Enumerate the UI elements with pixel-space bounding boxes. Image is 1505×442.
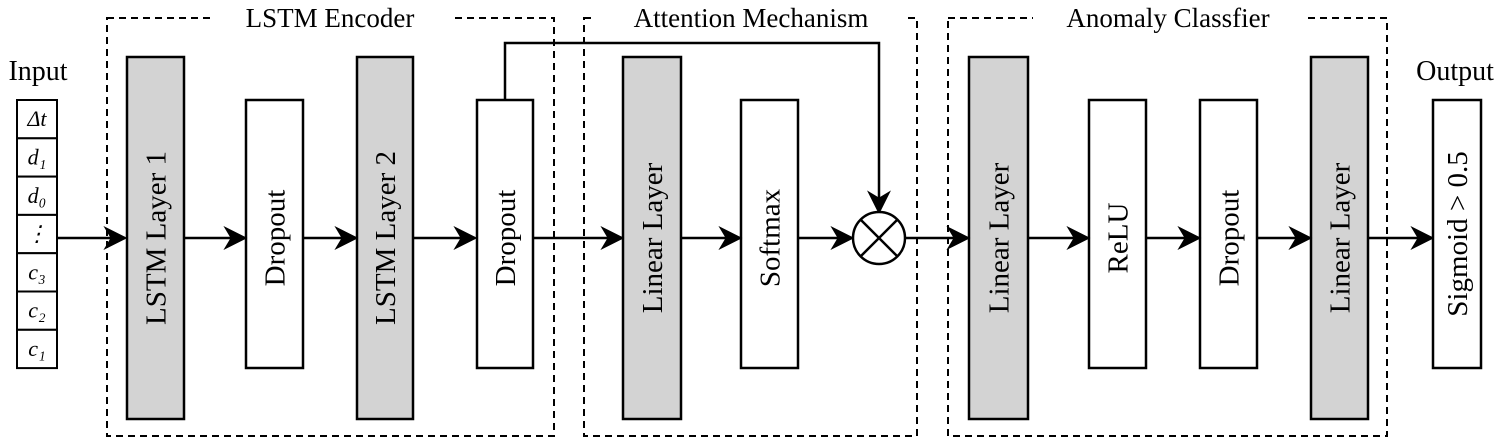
input-cell (16, 175, 58, 216)
attention-group (583, 17, 918, 437)
input-cell-label: c₂ (28, 298, 46, 323)
classifier-title: Anomaly Classfier (1066, 3, 1269, 33)
arrow-skip-dropout2-to-multiply (503, 41, 891, 215)
lstm2-box (355, 55, 415, 421)
encoder-title: LSTM Encoder (246, 3, 415, 33)
input-vector: Δt d₁ d₀ ⋮ c₃ c₂ c₁ (16, 99, 58, 370)
attn-linear-box (621, 55, 683, 421)
input-cell-label: d₀ (28, 183, 47, 208)
input-cell-label: c₃ (28, 259, 45, 284)
classifier-title-bg (1033, 2, 1303, 32)
relu-label: ReLU (1103, 203, 1135, 274)
input-cell-label: d₁ (28, 144, 47, 169)
layer-boxes: LSTM Layer 1 Dropout LSTM Layer 2 Dropout Li… (125, 55, 1370, 421)
input-cell (16, 99, 58, 140)
output-box (1431, 98, 1483, 370)
cls-linear1-box (967, 55, 1030, 421)
cls-linear2-label: Linear Layer (1325, 162, 1357, 313)
lstm1-label: LSTM Layer 1 (141, 151, 173, 325)
dropout2-box (475, 98, 535, 370)
input-cell-label: ⋮ (26, 221, 48, 246)
cls-linear2-box (1309, 55, 1370, 421)
input-cell (16, 137, 58, 178)
output-label: Sigmoid > 0.5 (1442, 151, 1474, 316)
input-cell-label: Δt (26, 106, 47, 131)
encoder-title-bg (212, 2, 452, 32)
lstm2-label: LSTM Layer 2 (370, 151, 402, 325)
input-cell (16, 252, 58, 293)
connections (58, 41, 1435, 250)
attention-title-bg (594, 2, 908, 32)
softmax-label: Softmax (755, 188, 787, 287)
input-title: Input (8, 56, 67, 87)
output-title: Output (1416, 56, 1494, 87)
dropout1-label: Dropout (260, 190, 292, 287)
lstm1-box (125, 55, 186, 421)
multiply-icon (851, 210, 907, 266)
input-cell (16, 213, 58, 255)
cls-linear1-label: Linear Layer (984, 162, 1016, 313)
dropout1-box (244, 98, 305, 370)
dropout2-label: Dropout (490, 190, 522, 287)
attn-linear-label: Linear Layer (637, 162, 669, 313)
softmax-box (739, 98, 800, 370)
input-cell-label: c₁ (28, 336, 45, 361)
cls-dropout-label: Dropout (1214, 190, 1246, 287)
attention-title: Attention Mechanism (634, 3, 869, 33)
input-cell (16, 328, 58, 370)
